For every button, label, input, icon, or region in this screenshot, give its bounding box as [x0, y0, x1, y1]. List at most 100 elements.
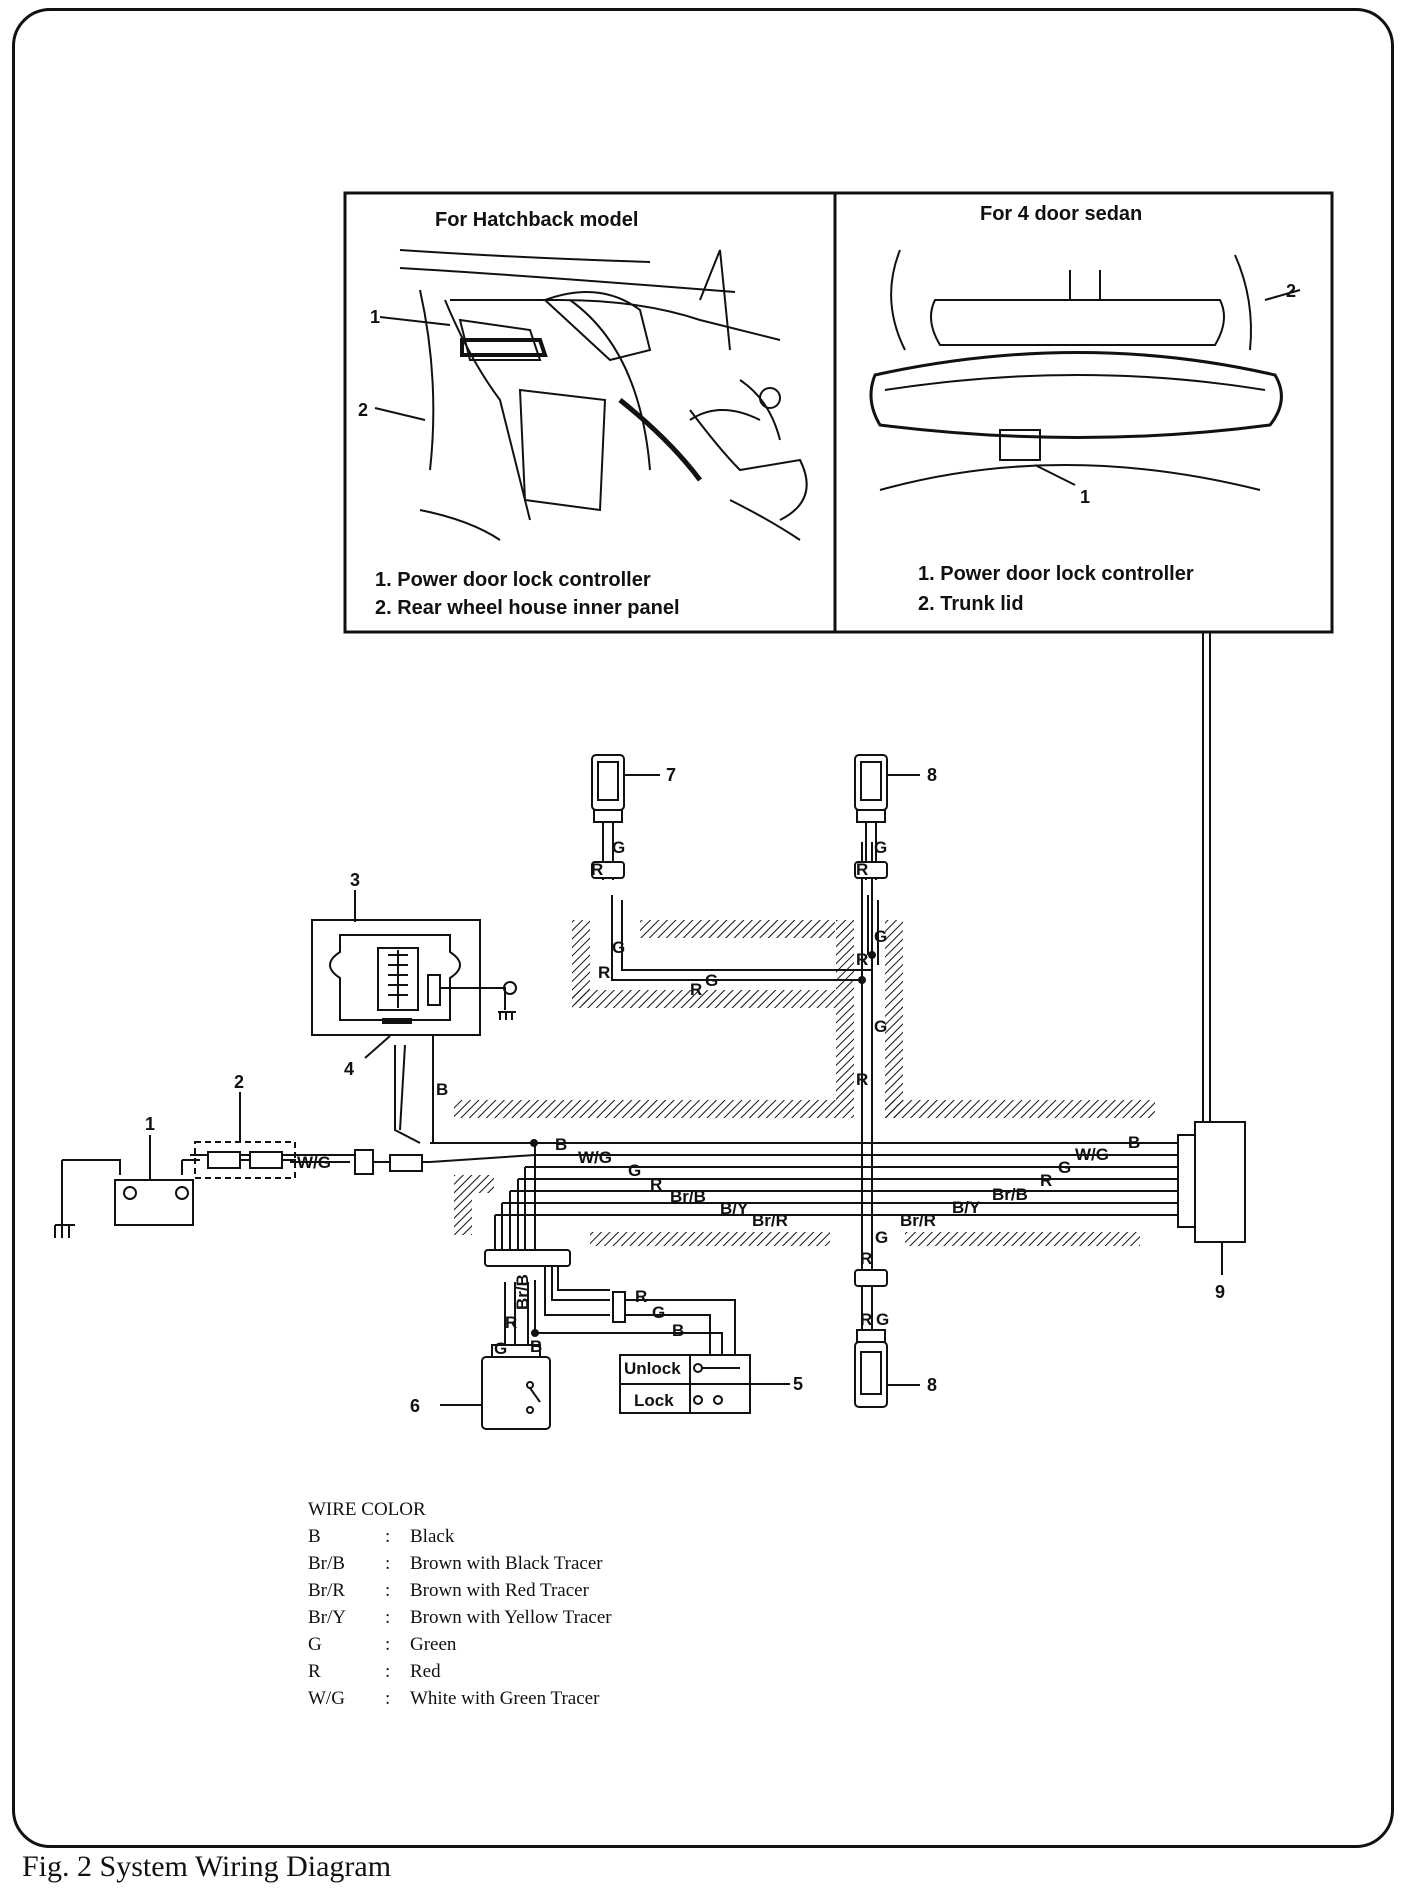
sedan-item1: 1. Power door lock controller	[918, 563, 1194, 585]
svg-text:R: R	[650, 1175, 662, 1194]
label-1: 1	[145, 1114, 155, 1134]
svg-text:R: R	[856, 950, 868, 969]
label-5: 5	[793, 1374, 803, 1394]
svg-text:1: 1	[1080, 487, 1090, 507]
svg-text:2: 2	[358, 400, 368, 420]
legend-code: R	[308, 1661, 321, 1682]
svg-text:Br/B: Br/B	[513, 1274, 532, 1310]
legend-sep: :	[385, 1688, 390, 1709]
legend-sep: :	[385, 1661, 390, 1682]
legend-desc: Brown with Red Tracer	[410, 1580, 590, 1601]
svg-text:R: R	[856, 1070, 868, 1089]
legend-code: Br/B	[308, 1553, 345, 1574]
sedan-illustration	[869, 249, 1301, 491]
legend-code: W/G	[308, 1688, 345, 1709]
svg-text:Br/R: Br/R	[900, 1211, 936, 1230]
svg-text:B: B	[1128, 1133, 1140, 1152]
battery	[54, 1179, 194, 1238]
svg-text:W/G: W/G	[297, 1153, 331, 1172]
diagram-frame	[12, 8, 1394, 1848]
svg-text:2: 2	[1286, 281, 1296, 301]
hatchback-title: For Hatchback model	[435, 209, 638, 231]
svg-text:R: R	[860, 1310, 872, 1329]
svg-text:B/Y: B/Y	[952, 1198, 981, 1217]
wire-bundle	[61, 820, 1185, 1405]
door-switch-6	[440, 1344, 551, 1430]
legend-desc: Brown with Black Tracer	[410, 1553, 603, 1574]
legend-sep: :	[385, 1607, 390, 1628]
legend-desc: Green	[410, 1634, 457, 1655]
label-6: 6	[410, 1396, 420, 1416]
svg-text:R: R	[591, 860, 603, 879]
legend-desc: Black	[410, 1526, 455, 1547]
wire-labels: G R G R G R G R G R G R B W/G B W/G G R …	[297, 838, 1140, 1358]
body-channels	[454, 920, 1155, 1246]
hatchback-illustration	[374, 249, 808, 541]
svg-text:G: G	[494, 1339, 507, 1358]
legend-desc: Brown with Yellow Tracer	[410, 1607, 612, 1628]
label-4: 4	[344, 1059, 354, 1079]
hatchback-item1: 1. Power door lock controller	[375, 569, 651, 591]
label-2: 2	[234, 1072, 244, 1092]
svg-text:B/Y: B/Y	[720, 1199, 749, 1218]
legend-row: R: Red	[308, 1661, 441, 1682]
svg-text:G: G	[1058, 1158, 1071, 1177]
svg-text:Br/R: Br/R	[752, 1211, 788, 1230]
svg-text:R: R	[505, 1313, 517, 1332]
legend-code: Br/R	[308, 1580, 345, 1601]
connector-wg	[354, 1149, 374, 1175]
legend-code: Br/Y	[308, 1607, 346, 1628]
svg-text:R: R	[690, 980, 702, 999]
label-7: 7	[666, 765, 676, 785]
sedan-item2: 2. Trunk lid	[918, 593, 1024, 615]
svg-text:G: G	[875, 1228, 888, 1247]
door-switch-7	[591, 754, 660, 879]
power-door-lock-controller	[1177, 1121, 1246, 1243]
svg-text:G: G	[628, 1161, 641, 1180]
sedan-title: For 4 door sedan	[980, 203, 1142, 225]
legend-row: Br/R:Brown with Red Tracer	[308, 1580, 590, 1601]
svg-text:B: B	[530, 1337, 542, 1356]
svg-text:1: 1	[370, 307, 380, 327]
svg-text:G: G	[874, 838, 887, 857]
unlock-label: Unlock	[624, 1359, 681, 1378]
svg-text:G: G	[612, 938, 625, 957]
svg-text:G: G	[705, 971, 718, 990]
svg-text:G: G	[652, 1303, 665, 1322]
figure-caption: Fig. 2 System Wiring Diagram	[22, 1850, 392, 1883]
svg-text:B: B	[672, 1321, 684, 1340]
legend-title: WIRE COLOR	[308, 1499, 426, 1520]
legend-sep: :	[385, 1526, 390, 1547]
junction-connector	[484, 1249, 571, 1267]
legend-row: B: Black	[308, 1526, 455, 1547]
legend-code: B	[308, 1526, 321, 1547]
door-switch-8-upper	[854, 754, 920, 879]
hatchback-inset: For Hatchback model 1 2 1. Power door	[358, 209, 808, 619]
svg-text:R: R	[856, 860, 868, 879]
svg-text:W/G: W/G	[1075, 1145, 1109, 1164]
door-switch-8-lower	[854, 1269, 920, 1408]
svg-text:W/G: W/G	[578, 1148, 612, 1167]
svg-text:G: G	[876, 1310, 889, 1329]
legend-row: G:Green	[308, 1634, 457, 1655]
lock-label: Lock	[634, 1391, 674, 1410]
legend-row: Br/Y: Brown with Yellow Tracer	[308, 1607, 612, 1628]
sedan-inset: For 4 door sedan 2 1 1. Power door lock …	[869, 203, 1301, 615]
inset-panel	[343, 191, 1334, 634]
svg-text:R: R	[635, 1287, 647, 1306]
svg-text:Br/B: Br/B	[670, 1187, 706, 1206]
label-8-lower: 8	[927, 1375, 937, 1395]
legend-sep: :	[385, 1553, 390, 1574]
svg-text:G: G	[612, 838, 625, 857]
label-9: 9	[1215, 1282, 1225, 1302]
svg-text:Br/B: Br/B	[992, 1185, 1028, 1204]
legend-desc: Red	[410, 1661, 441, 1682]
legend-row: W/G: White with Green Tracer	[308, 1688, 600, 1709]
label-8-upper: 8	[927, 765, 937, 785]
switch-connector	[612, 1291, 626, 1323]
svg-text:G: G	[874, 927, 887, 946]
legend-desc: White with Green Tracer	[410, 1688, 600, 1709]
fusible-link	[389, 1154, 423, 1172]
svg-text:R: R	[598, 963, 610, 982]
